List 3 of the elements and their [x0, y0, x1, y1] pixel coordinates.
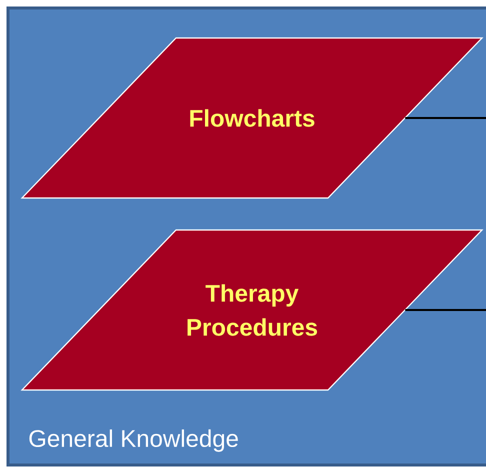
connector-line	[405, 309, 486, 311]
connector-line	[405, 117, 486, 119]
panel-label: General Knowledge	[29, 429, 238, 452]
